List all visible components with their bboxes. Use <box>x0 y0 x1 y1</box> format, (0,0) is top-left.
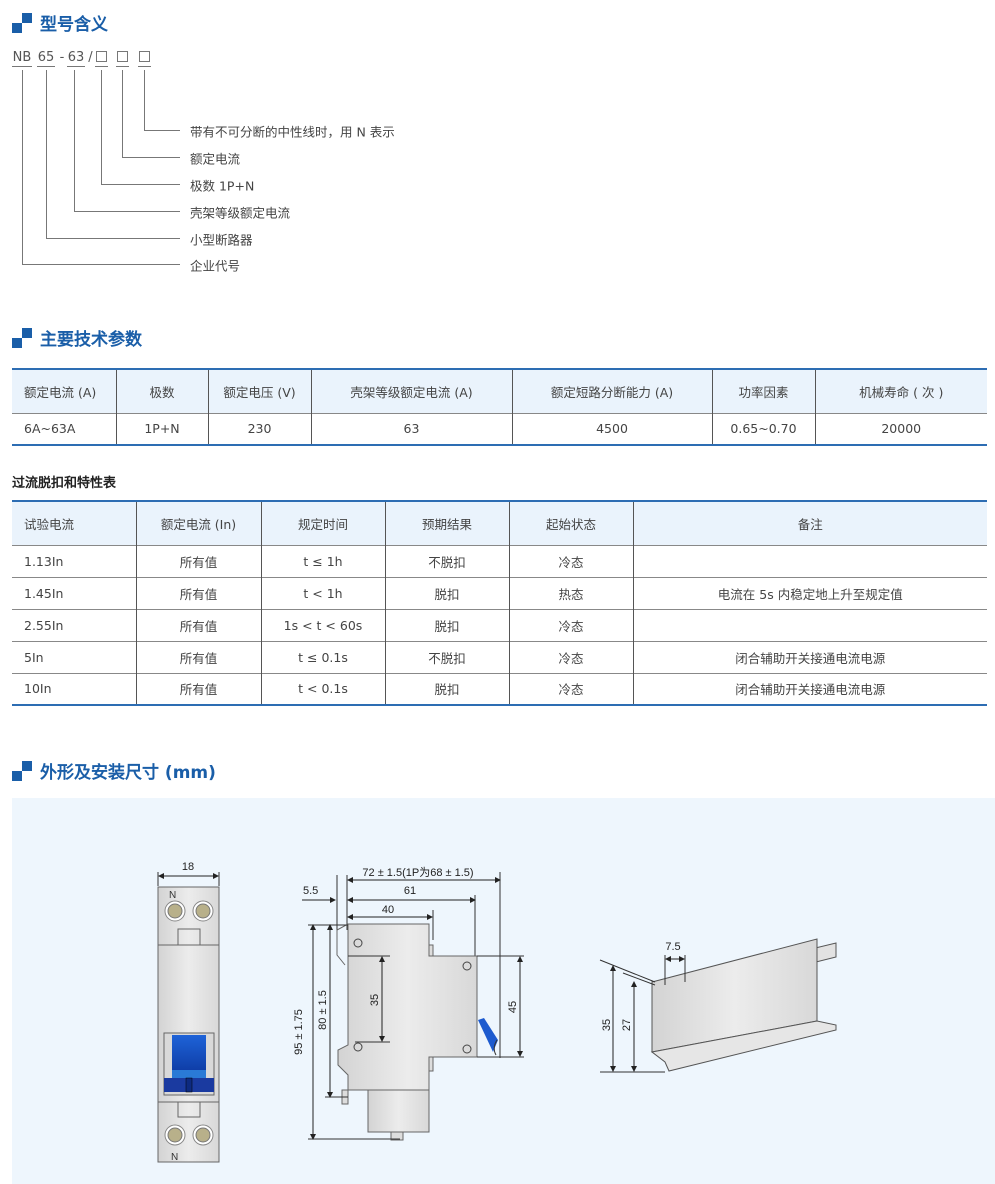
table-header: 额定电流 (A) <box>12 368 116 413</box>
table-cell: 脱扣 <box>384 672 509 706</box>
section-square-icon <box>12 327 32 348</box>
table-header: 预期结果 <box>384 500 509 545</box>
table-header: 额定电流 (In) <box>135 500 261 545</box>
svg-text:80 ± 1.5: 80 ± 1.5 <box>317 990 329 1030</box>
table-cell: t < 1h <box>260 576 385 609</box>
table-cell: 所有值 <box>135 544 261 577</box>
table-cell: 闭合辅助开关接通电流电源 <box>632 672 987 706</box>
table-cell <box>632 544 987 577</box>
legend-mcb: 小型断路器 <box>190 232 253 248</box>
table-row: 6A~63A 1P+N 230 63 4500 0.65~0.70 20000 <box>12 412 987 446</box>
table-row: 1.45In 所有值 t < 1h 脱扣 热态 电流在 5s 内稳定地上升至规定… <box>12 576 987 609</box>
svg-text:N: N <box>169 890 176 901</box>
svg-text:7.5: 7.5 <box>665 941 680 953</box>
svg-text:18: 18 <box>182 861 194 873</box>
table-cell: 6A~63A <box>12 412 116 446</box>
trip-characteristics-table: 试验电流 额定电流 (In) 规定时间 预期结果 起始状态 备注 1.13In … <box>12 500 987 706</box>
table-header: 起始状态 <box>508 500 633 545</box>
section-title-model-meaning: 型号含义 <box>12 10 108 35</box>
table-cell: 电流在 5s 内稳定地上升至规定值 <box>632 576 987 609</box>
code-part-dash: - <box>59 50 65 65</box>
table-cell: t ≤ 0.1s <box>260 640 385 673</box>
table-header-row: 试验电流 额定电流 (In) 规定时间 预期结果 起始状态 备注 <box>12 500 987 545</box>
table-cell: 热态 <box>508 576 633 609</box>
table-cell <box>632 608 987 641</box>
table-header: 额定短路分断能力 (A) <box>511 368 712 413</box>
table-header: 功率因素 <box>711 368 815 413</box>
placeholder-box-2 <box>116 50 129 67</box>
table-cell: t < 0.1s <box>260 672 385 706</box>
table-cell: 所有值 <box>135 672 261 706</box>
svg-text:72 ± 1.5(1P为68 ± 1.5): 72 ± 1.5(1P为68 ± 1.5) <box>362 866 473 879</box>
legend-neutral: 带有不可分断的中性线时，用 N 表示 <box>190 124 395 140</box>
table-cell: 所有值 <box>135 576 261 609</box>
code-part-slash: / <box>88 50 93 65</box>
table-cell: 冷态 <box>508 544 633 577</box>
table-header: 试验电流 <box>12 500 136 545</box>
table-cell: 脱扣 <box>384 608 509 641</box>
table-cell: 1.45In <box>12 576 136 609</box>
table-cell: 不脱扣 <box>384 640 509 673</box>
svg-text:35: 35 <box>369 994 381 1006</box>
table-cell: 0.65~0.70 <box>711 412 815 446</box>
tech-params-table: 额定电流 (A) 极数 额定电压 (V) 壳架等级额定电流 (A) 额定短路分断… <box>12 368 987 446</box>
table-header: 极数 <box>115 368 208 413</box>
svg-text:45: 45 <box>507 1001 519 1013</box>
placeholder-box-3 <box>138 50 151 67</box>
svg-text:5.5: 5.5 <box>303 885 318 897</box>
table-cell: 230 <box>207 412 311 446</box>
trip-table-title: 过流脱扣和特性表 <box>12 476 117 491</box>
table-row: 2.55In 所有值 1s < t < 60s 脱扣 冷态 <box>12 608 987 641</box>
svg-text:N: N <box>171 1152 178 1163</box>
table-header: 机械寿命 ( 次 ) <box>814 368 987 413</box>
table-cell: 63 <box>310 412 512 446</box>
code-part-nb: NB <box>12 50 32 67</box>
table-cell: 2.55In <box>12 608 136 641</box>
breaker-front-view: 18 N N <box>157 861 220 1163</box>
table-cell: 1.13In <box>12 544 136 577</box>
svg-text:35: 35 <box>601 1019 613 1031</box>
table-cell: 冷态 <box>508 608 633 641</box>
table-cell: 1P+N <box>115 412 208 446</box>
table-header: 额定电压 (V) <box>207 368 311 413</box>
table-cell: 不脱扣 <box>384 544 509 577</box>
table-cell: 闭合辅助开关接通电流电源 <box>632 640 987 673</box>
table-header: 壳架等级额定电流 (A) <box>310 368 512 413</box>
table-cell: 所有值 <box>135 640 261 673</box>
table-cell: 冷态 <box>508 672 633 706</box>
section-square-icon <box>12 12 32 33</box>
section-square-icon <box>12 760 32 781</box>
legend-poles: 极数 1P+N <box>190 178 255 194</box>
table-row: 1.13In 所有值 t ≤ 1h 不脱扣 冷态 <box>12 544 987 577</box>
table-cell: 脱扣 <box>384 576 509 609</box>
table-cell: 4500 <box>511 412 712 446</box>
code-part-65: 65 <box>37 50 55 67</box>
breaker-side-view: 72 ± 1.5(1P为68 ± 1.5) 61 40 5.5 <box>293 866 524 1141</box>
table-cell: t ≤ 1h <box>260 544 385 577</box>
legend-rated-current: 额定电流 <box>190 151 241 167</box>
table-cell: 10In <box>12 672 136 706</box>
table-cell: 所有值 <box>135 608 261 641</box>
table-header: 备注 <box>632 500 987 545</box>
din-rail-drawing: 35 27 7.5 <box>599 938 837 1073</box>
section-title-dimensions: 外形及安装尺寸 (mm) <box>12 758 216 783</box>
table-header-row: 额定电流 (A) 极数 额定电压 (V) 壳架等级额定电流 (A) 额定短路分断… <box>12 368 987 413</box>
svg-text:95 ± 1.75: 95 ± 1.75 <box>293 1009 305 1055</box>
legend-frame-current: 壳架等级额定电流 <box>190 205 291 221</box>
svg-text:61: 61 <box>404 885 416 897</box>
table-row: 10In 所有值 t < 0.1s 脱扣 冷态 闭合辅助开关接通电流电源 <box>12 672 987 706</box>
table-cell: 冷态 <box>508 640 633 673</box>
svg-text:27: 27 <box>621 1019 633 1031</box>
table-cell: 20000 <box>814 412 987 446</box>
table-header: 规定时间 <box>260 500 385 545</box>
code-part-63: 63 <box>67 50 85 67</box>
dimension-drawing-panel: 18 N N 72 ± 1.5(1P为68 ± 1.5) 61 <box>12 798 995 1184</box>
table-row: 5In 所有值 t ≤ 0.1s 不脱扣 冷态 闭合辅助开关接通电流电源 <box>12 640 987 673</box>
svg-text:40: 40 <box>382 904 394 916</box>
legend-company-code: 企业代号 <box>190 258 241 274</box>
section-title-tech-params: 主要技术参数 <box>12 325 142 350</box>
placeholder-box-1 <box>95 50 108 67</box>
table-cell: 5In <box>12 640 136 673</box>
table-cell: 1s < t < 60s <box>260 608 385 641</box>
